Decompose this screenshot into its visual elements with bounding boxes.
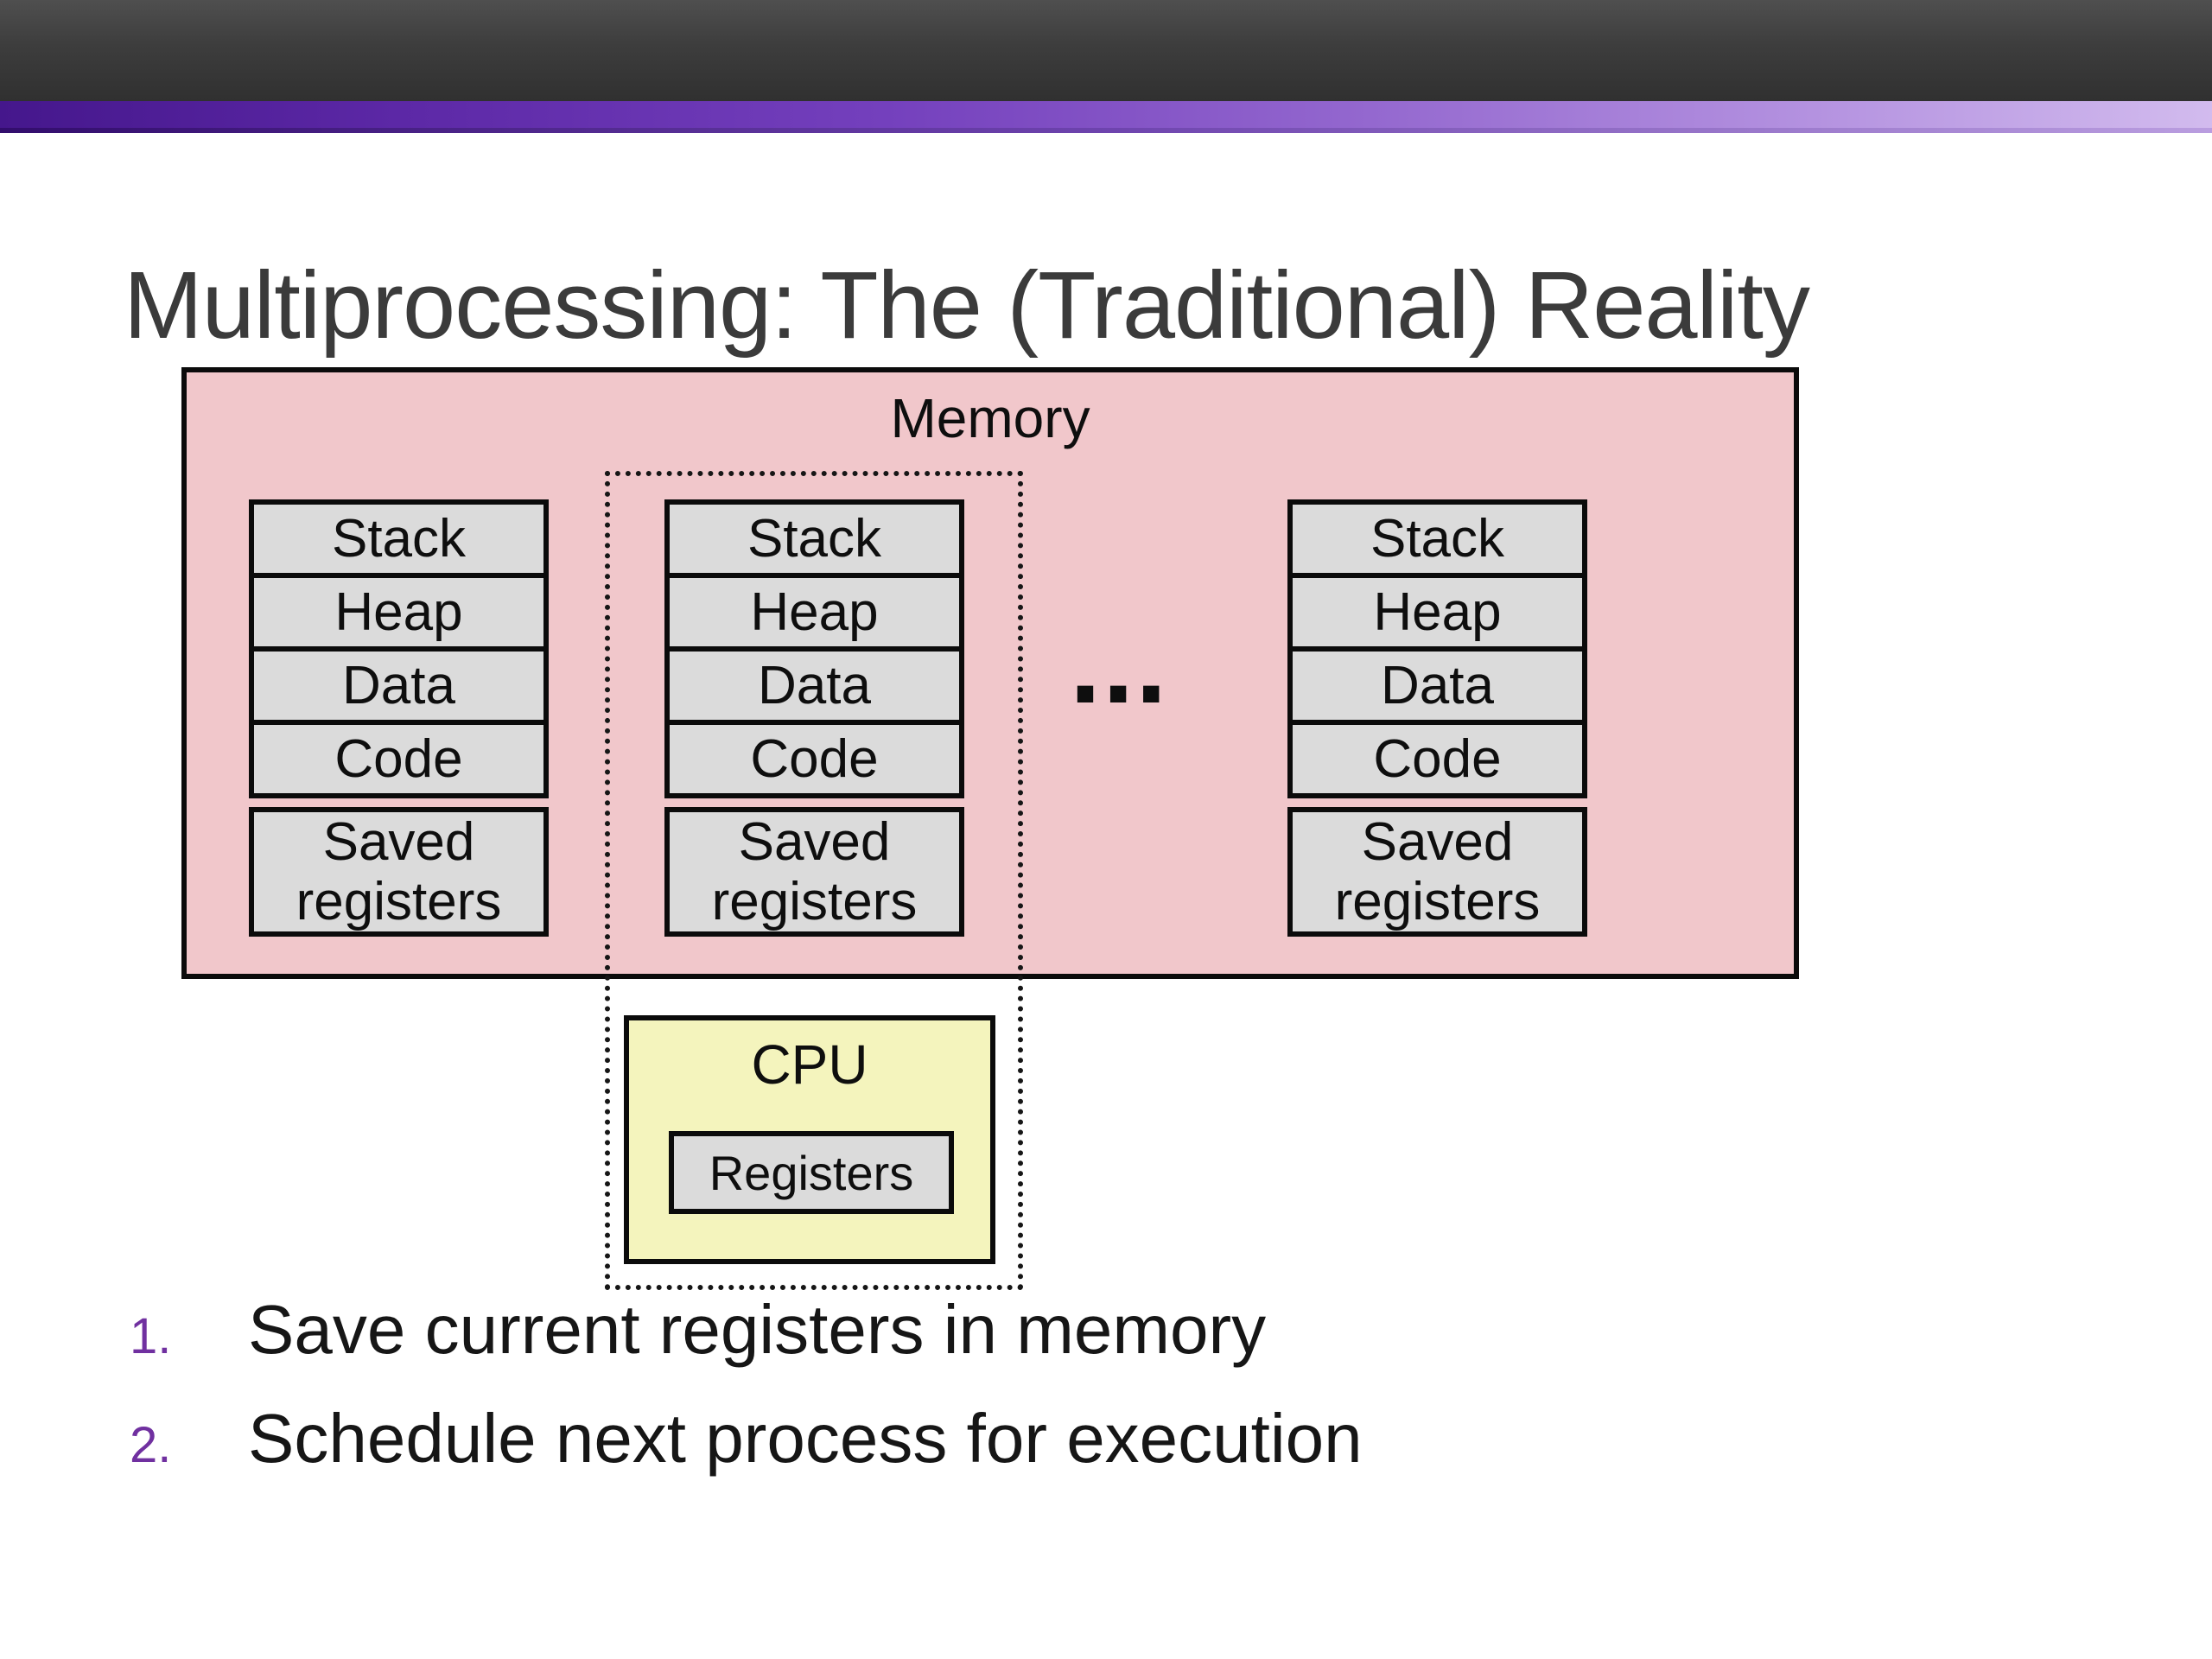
cpu-box: CPU Registers bbox=[624, 1015, 995, 1264]
step-2: 2. Schedule next process for execution bbox=[130, 1399, 1363, 1478]
header-band bbox=[0, 0, 2212, 101]
segment-stack: Stack bbox=[1293, 505, 1582, 573]
process-column-3: Stack Heap Data Code bbox=[1287, 499, 1587, 798]
segment-code: Code bbox=[254, 725, 543, 793]
memory-label: Memory bbox=[890, 387, 1090, 449]
step-1-text: Save current registers in memory bbox=[248, 1291, 1267, 1368]
segment-code: Code bbox=[1293, 725, 1582, 793]
cpu-registers-box: Registers bbox=[669, 1131, 954, 1214]
saved-registers-box-2: Saved registers bbox=[664, 807, 964, 937]
segment-heap: Heap bbox=[254, 578, 543, 646]
segment-heap: Heap bbox=[1293, 578, 1582, 646]
segment-data: Data bbox=[254, 652, 543, 720]
segment-data: Data bbox=[1293, 652, 1582, 720]
segment-stack: Stack bbox=[254, 505, 543, 573]
saved-registers-box-3: Saved registers bbox=[1287, 807, 1587, 937]
ellipsis-dots: ... bbox=[1070, 600, 1169, 727]
process-column-1: Stack Heap Data Code bbox=[249, 499, 549, 798]
segment-heap: Heap bbox=[670, 578, 959, 646]
active-process-dotted-outline bbox=[605, 471, 1023, 1290]
segment-stack: Stack bbox=[670, 505, 959, 573]
saved-registers-box-1: Saved registers bbox=[249, 807, 549, 937]
accent-bar bbox=[0, 101, 2212, 133]
segment-code: Code bbox=[670, 725, 959, 793]
page-title: Multiprocessing: The (Traditional) Reali… bbox=[124, 251, 1810, 359]
step-2-number: 2. bbox=[130, 1417, 172, 1473]
steps-list: 1. Save current registers in memory 2. S… bbox=[130, 1290, 1363, 1508]
step-1-number: 1. bbox=[130, 1308, 172, 1364]
step-2-text: Schedule next process for execution bbox=[248, 1400, 1363, 1477]
step-1: 1. Save current registers in memory bbox=[130, 1290, 1363, 1370]
process-column-2: Stack Heap Data Code bbox=[664, 499, 964, 798]
cpu-label: CPU bbox=[751, 1033, 868, 1096]
segment-data: Data bbox=[670, 652, 959, 720]
